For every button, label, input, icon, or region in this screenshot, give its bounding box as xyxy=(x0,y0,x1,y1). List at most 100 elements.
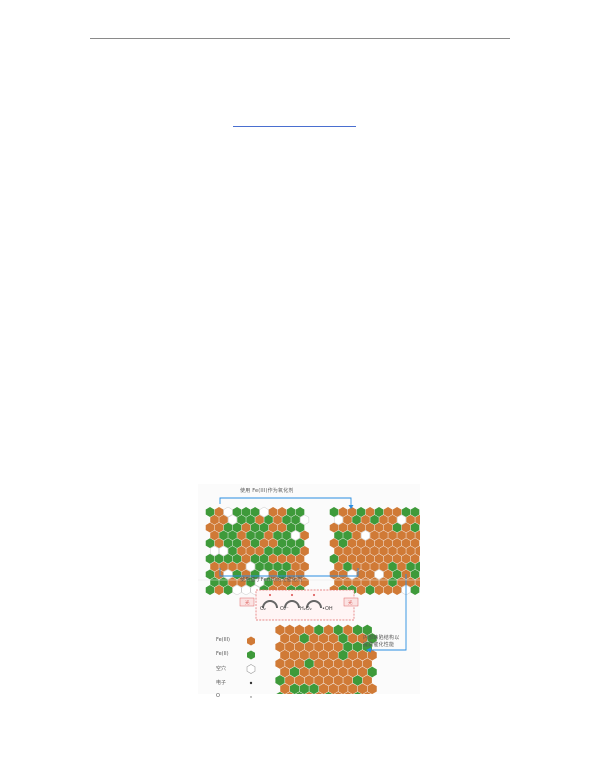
lattice-hexagon xyxy=(383,507,393,517)
lattice-hexagon xyxy=(338,683,348,694)
lattice-hexagon xyxy=(319,649,329,661)
lattice-hexagon xyxy=(205,569,215,580)
lattice-hexagon xyxy=(356,569,366,580)
lattice-hexagon xyxy=(255,546,264,556)
lattice-hexagon xyxy=(280,666,290,678)
lattice-hexagon xyxy=(286,569,296,580)
lattice-hexagon xyxy=(259,553,269,564)
lattice-hexagon xyxy=(223,585,233,595)
legend-label: Fe(III) xyxy=(216,637,231,643)
reaction-arc xyxy=(284,600,300,609)
lattice-hexagon xyxy=(365,585,375,595)
legend-label: O xyxy=(216,693,220,699)
lattice-hexagon xyxy=(333,641,343,653)
lattice-hexagon xyxy=(223,553,233,564)
lattice-hexagon xyxy=(392,522,402,533)
lattice-hexagon xyxy=(232,584,242,596)
lattice-hexagon xyxy=(410,585,420,595)
lattice-hexagon xyxy=(294,658,305,669)
lattice-hexagon xyxy=(415,514,420,525)
lattice-hexagon xyxy=(300,546,309,556)
lattice-hexagon xyxy=(365,538,375,549)
lattice-hexagon xyxy=(361,577,370,588)
lattice-hexagon xyxy=(352,641,363,653)
lattice-hexagon xyxy=(289,649,300,661)
lattice-hexagon xyxy=(319,666,329,678)
lattice-hexagon xyxy=(223,522,233,533)
lattice-hexagon xyxy=(370,514,379,525)
lattice-hexagon xyxy=(214,538,224,549)
molecule-h2o2: H₂O₂ xyxy=(300,606,312,612)
lattice-hexagon xyxy=(282,530,291,541)
lattice-hexagon xyxy=(210,577,219,588)
lattice-hexagon xyxy=(300,530,309,541)
lattice-hexagon xyxy=(291,514,300,525)
lattice-hexagon xyxy=(205,538,215,549)
lattice-hexagon xyxy=(353,691,362,694)
lattice-hexagon xyxy=(379,530,388,541)
lattice-hexagon xyxy=(214,507,224,517)
reaction-arc xyxy=(262,600,278,609)
lattice-hexagon xyxy=(285,641,295,653)
lattice-hexagon xyxy=(255,577,265,588)
lattice-hexagon xyxy=(286,507,296,517)
lattice-hexagon xyxy=(314,675,324,686)
lattice-hexagon xyxy=(374,538,384,549)
lattice-hexagon xyxy=(401,553,411,564)
arrow-bottom xyxy=(219,568,359,577)
lattice-hexagon xyxy=(277,538,287,549)
lattice-hexagon xyxy=(214,522,224,533)
lattice-hexagon xyxy=(275,624,285,636)
lattice-hexagon xyxy=(277,522,287,533)
lattice-hexagon xyxy=(205,585,215,595)
lattice-hexagon xyxy=(401,522,411,533)
legend-label: 电子 xyxy=(216,680,227,686)
lattice-hexagon xyxy=(259,569,269,580)
lattice-hexagon xyxy=(374,569,384,580)
lattice-hexagon xyxy=(223,538,233,549)
link-underline xyxy=(233,126,356,127)
lattice-hexagon xyxy=(388,561,397,572)
lattice-hexagon xyxy=(273,546,282,556)
lattice-hexagon xyxy=(338,553,348,564)
lattice-hexagon xyxy=(338,649,348,661)
molecule-superoxide: O₂⁻ xyxy=(280,606,289,612)
lattice-hexagon xyxy=(299,683,309,694)
lattice-hexagon xyxy=(268,507,278,517)
lattice-hexagon xyxy=(273,514,282,525)
lattice-hexagon xyxy=(210,530,219,541)
legend-label: Fe(II) xyxy=(216,651,229,657)
lattice-hexagon xyxy=(388,546,397,556)
lattice-hexagon xyxy=(268,522,278,533)
lattice-hexagon xyxy=(415,561,420,572)
lattice-hexagon xyxy=(232,538,242,549)
lattice-hexagon xyxy=(304,624,314,636)
lattice-hexagon xyxy=(280,649,290,661)
lattice-hexagon xyxy=(214,553,224,564)
lattice-hexagon xyxy=(406,561,415,572)
lattice-hexagon xyxy=(241,569,251,580)
lattice-hexagon xyxy=(374,507,384,517)
dot-icon xyxy=(249,681,253,685)
lattice-hexagon xyxy=(273,530,282,541)
lattice-hexagon xyxy=(379,546,388,556)
legend-label: 空穴 xyxy=(216,666,227,672)
lattice-hexagon xyxy=(361,530,371,541)
lattice-hexagon xyxy=(379,514,388,525)
lattice-hexagon xyxy=(304,658,314,669)
lattice-hexagon xyxy=(294,624,305,636)
lattice-hexagon xyxy=(295,522,305,533)
lattice-hexagon xyxy=(374,553,384,564)
lattice-hexagon xyxy=(219,545,228,557)
lattice-hexagon xyxy=(289,633,300,644)
legend-item-hole: 空穴 xyxy=(202,664,262,674)
lattice-hexagon xyxy=(374,522,384,533)
lattice-hexagon xyxy=(314,658,324,669)
lattice-hexagon xyxy=(367,666,377,678)
lattice-hexagon xyxy=(338,507,348,517)
lattice-hexagon xyxy=(347,522,357,533)
lattice-hexagon xyxy=(343,675,353,686)
lattice-hexagon xyxy=(361,514,370,525)
lattice-hexagon xyxy=(352,530,361,541)
legend-item-electron: 电子 xyxy=(202,678,262,688)
